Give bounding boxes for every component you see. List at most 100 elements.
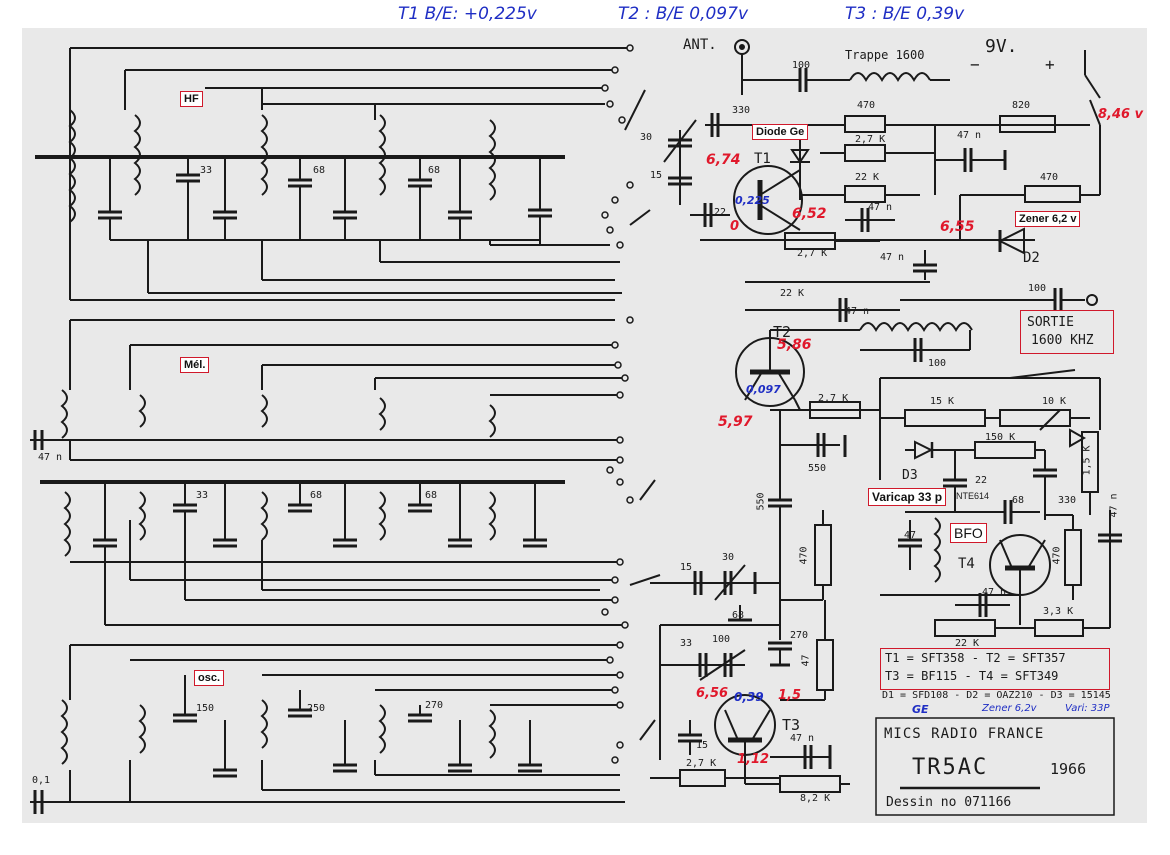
voltage-655: 6,55: [940, 219, 975, 235]
label-r470-bfo: 470: [1051, 546, 1063, 565]
label-r10k: 10 K: [1042, 396, 1067, 407]
label-c22: 22: [714, 207, 727, 218]
components-line-2: T3 = BF115 - T4 = SFT349: [885, 669, 1059, 683]
label-c22-b: 22: [975, 475, 988, 486]
callout-zener: Zener 6,2 v: [1015, 211, 1081, 227]
label-r820: 820: [1012, 100, 1031, 111]
label-c01: 0,1: [32, 775, 51, 786]
title-drawing-number: Dessin no 071166: [886, 795, 1012, 810]
label-c68-bfo: 68: [1012, 495, 1025, 506]
label-c68-hf2: 68: [428, 165, 441, 176]
label-r2k7-c: 2,7 K: [818, 393, 849, 404]
voltage-652: 6,52: [792, 206, 827, 222]
label-r8k2: 8,2 K: [800, 793, 831, 804]
label-c47n-f: 47 n: [790, 733, 815, 744]
label-r2k7-d: 2,7 K: [686, 758, 717, 769]
label-c68-mel2: 68: [425, 490, 438, 501]
label-r3k3: 3,3 K: [1043, 606, 1074, 617]
label-plus: +: [1045, 55, 1055, 74]
label-c47n-a: 47 n: [957, 130, 982, 141]
header-t1-bias: T1 B/E: +0,225v: [398, 4, 537, 24]
label-r150k: 150 K: [985, 432, 1016, 443]
label-c270: 270: [790, 630, 809, 641]
label-r470-b: 470: [1040, 172, 1059, 183]
components-line-1: T1 = SFT358 - T2 = SFT357: [885, 651, 1066, 665]
wiring: [30, 39, 1122, 814]
label-c47n-e: 47 n: [1108, 493, 1120, 518]
label-c47n-b: 47 n: [868, 202, 893, 213]
components-ge: GE: [912, 703, 929, 716]
sortie-line-2: 1600 KHZ: [1031, 333, 1094, 348]
components-box: T1 = SFT358 - T2 = SFT357 T3 = BF115 - T…: [880, 648, 1110, 690]
label-r15k: 15 K: [930, 396, 955, 407]
section-hf: HF: [180, 91, 203, 107]
label-c15-osc: 15: [680, 562, 693, 573]
voltage-674: 6,74: [706, 152, 741, 168]
label-t4: T4: [958, 556, 975, 572]
label-c30-osc: 30: [722, 552, 735, 563]
components-varicap: Vari: 33P: [1065, 703, 1110, 714]
label-c270-osc: 270: [425, 700, 444, 711]
label-d2: D2: [1023, 250, 1040, 266]
label-c100-osc: 100: [712, 634, 731, 645]
label-c550-a: 550: [808, 463, 827, 474]
label-c330-a: 330: [732, 105, 751, 116]
callout-varicap: Varicap 33 p: [868, 488, 947, 506]
callout-sortie: SORTIE 1600 KHZ: [1020, 310, 1114, 354]
header-t2-bias: T2 : B/E 0,097v: [618, 4, 748, 24]
section-osc: osc.: [194, 670, 225, 686]
voltage-586: 5,86: [777, 337, 812, 353]
label-c30: 30: [640, 132, 653, 143]
label-c100-a: 100: [792, 60, 811, 71]
label-c47n-d: 47 n: [845, 306, 870, 317]
label-d3: D3: [902, 468, 918, 483]
label-c33-hf: 33: [200, 165, 213, 176]
voltage-597: 5,97: [718, 414, 753, 430]
label-c330-bfo: 330: [1058, 495, 1077, 506]
label-t2: T2: [773, 323, 792, 341]
components-zener: Zener 6,2v: [982, 703, 1037, 714]
label-t3: T3: [782, 716, 801, 734]
callout-nte614: NTE614: [956, 491, 990, 501]
label-9v: 9V.: [985, 36, 1018, 57]
label-c68-mel1: 68: [310, 490, 323, 501]
label-r2k7-b: 2,7 K: [797, 248, 828, 259]
label-c47n-c: 47 n: [880, 252, 905, 263]
voltage-0225: 0,225: [735, 194, 770, 207]
label-r22k-bfo: 22 K: [955, 638, 980, 649]
label-c47n-mel: 47 n: [38, 452, 63, 463]
label-c250: 250: [307, 703, 326, 714]
label-minus: −: [970, 55, 980, 74]
sortie-line-1: SORTIE: [1027, 315, 1074, 330]
callout-diode-ge: Diode Ge: [752, 124, 809, 140]
voltage-0097: 0,097: [746, 383, 781, 396]
label-trappe: Trappe 1600: [845, 48, 925, 62]
voltage-656: 6,56: [696, 686, 729, 701]
title-model: TR5AC: [912, 755, 989, 780]
voltage-846: 8,46 v: [1098, 107, 1144, 122]
header-t3-bias: T3 : B/E 0,39v: [845, 4, 965, 24]
title-block-frame: [875, 717, 1115, 816]
label-c33-mel: 33: [196, 490, 209, 501]
label-r22k-b: 22 K: [780, 288, 805, 299]
label-c47-bfo: 47: [904, 530, 917, 541]
label-r1k5: 1,5 K: [1081, 445, 1093, 476]
callout-bfo: BFO: [950, 523, 987, 543]
label-ant: ANT.: [683, 37, 717, 53]
label-c68-hf1: 68: [313, 165, 326, 176]
label-c68-osc: 68: [732, 610, 745, 621]
voltage-112: 1,12: [737, 752, 770, 767]
label-r470-top: 470: [857, 100, 876, 111]
label-r22k-a: 22 K: [855, 172, 880, 183]
label-t1: T1: [754, 151, 771, 167]
label-c47n-bfo: 47 n: [982, 587, 1007, 598]
label-r470-c: 470: [798, 546, 810, 565]
label-c15: 15: [650, 170, 663, 181]
label-r47: 47: [800, 654, 812, 667]
voltage-0: 0: [730, 219, 740, 234]
components-line-3: D1 = SFD108 - D2 = OAZ210 - D3 = 15145: [882, 690, 1111, 701]
voltage-039: 0,39: [734, 690, 764, 704]
label-c33-osc: 33: [680, 638, 693, 649]
